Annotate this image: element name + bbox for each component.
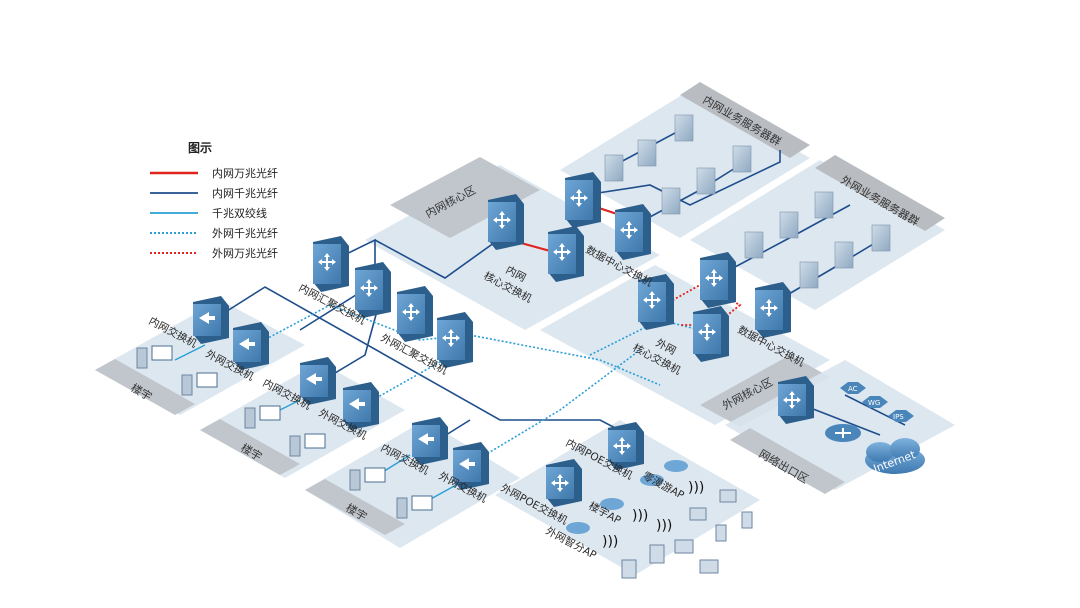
zone-inner-core-header bbox=[390, 157, 540, 238]
zone-building1-header bbox=[95, 359, 195, 415]
laptop-icon[interactable] bbox=[674, 539, 694, 554]
internet-cloud-icon[interactable]: Internet bbox=[865, 438, 925, 475]
zone-building3-header bbox=[305, 479, 405, 535]
b3-outer-switch[interactable] bbox=[453, 442, 489, 490]
tablet-icon[interactable] bbox=[621, 559, 637, 579]
server-group-outer bbox=[744, 191, 891, 289]
legend-label: 外网万兆光纤 bbox=[212, 246, 278, 260]
devices: AC WG IPS Internet bbox=[193, 172, 925, 507]
svg-text:AC: AC bbox=[848, 385, 858, 393]
server-icon[interactable] bbox=[834, 241, 854, 269]
link-outer-dotted-3 bbox=[459, 349, 641, 471]
pc-icon[interactable] bbox=[289, 433, 326, 457]
server-icon[interactable] bbox=[604, 154, 624, 182]
phone-icon[interactable] bbox=[741, 511, 753, 529]
link-inner-agg bbox=[299, 238, 376, 331]
wifi-icon: ))) bbox=[688, 480, 704, 496]
ap-icon[interactable] bbox=[640, 474, 664, 486]
exit-router[interactable] bbox=[778, 376, 814, 424]
legend-label: 千兆双绞线 bbox=[212, 206, 267, 220]
inner-poe-switch[interactable] bbox=[608, 422, 644, 470]
server-icon[interactable] bbox=[637, 139, 657, 167]
server-icon[interactable] bbox=[661, 187, 681, 215]
outer-agg-switch-1[interactable] bbox=[397, 286, 433, 342]
zone-wireless bbox=[495, 420, 760, 575]
exit-router-disc-icon bbox=[835, 428, 851, 438]
server-icon[interactable] bbox=[814, 191, 834, 219]
server-icon[interactable] bbox=[799, 261, 819, 289]
dc-switch-inner-1[interactable] bbox=[565, 172, 601, 228]
server-icon[interactable] bbox=[674, 114, 694, 142]
wifi-icon: ))) bbox=[632, 508, 648, 524]
dc-switch-outer-2[interactable] bbox=[755, 282, 791, 338]
dc-switch-inner-2[interactable] bbox=[615, 204, 651, 260]
link-inner-agg-core bbox=[374, 234, 506, 279]
security-device-ips[interactable]: IPS bbox=[888, 410, 914, 422]
server-icon[interactable] bbox=[871, 224, 891, 252]
pc-icon[interactable] bbox=[396, 495, 433, 519]
zone-inner-servers-header bbox=[680, 82, 810, 158]
b2-inner-switch[interactable] bbox=[300, 357, 336, 405]
pc-icon[interactable] bbox=[136, 345, 173, 369]
inner-agg-switch-1[interactable] bbox=[313, 236, 349, 292]
link-inner-backbone bbox=[204, 286, 626, 434]
pc-icon[interactable] bbox=[244, 405, 281, 429]
svg-text:IPS: IPS bbox=[893, 413, 904, 421]
outer-core-switch-2[interactable] bbox=[693, 306, 729, 362]
server-icon[interactable] bbox=[779, 211, 799, 239]
inner-core-switch-2[interactable] bbox=[548, 226, 584, 282]
link-outer-10g bbox=[654, 283, 742, 326]
pcs bbox=[136, 345, 433, 519]
wireless-area: ))) ))) ))) ))) bbox=[566, 460, 753, 579]
b3-inner-switch[interactable] bbox=[412, 417, 448, 465]
zone-outer-core-header bbox=[700, 355, 830, 427]
server-icon[interactable] bbox=[696, 167, 716, 195]
link-twisted-b1 bbox=[174, 344, 206, 361]
server-icon[interactable] bbox=[744, 231, 764, 259]
tablet-icon[interactable] bbox=[649, 544, 665, 564]
dc-switch-outer-1[interactable] bbox=[700, 252, 736, 308]
b1-inner-switch[interactable] bbox=[193, 296, 229, 344]
zone-building2-header bbox=[200, 419, 300, 475]
b1-outer-switch[interactable] bbox=[233, 322, 269, 370]
laptop-icon[interactable] bbox=[719, 489, 737, 503]
outer-core-switch-1[interactable] bbox=[638, 274, 674, 330]
zone-outer-servers-header bbox=[815, 155, 945, 231]
security-device-a[interactable]: AC bbox=[840, 382, 866, 394]
server-group-inner bbox=[604, 114, 752, 215]
ap-icon[interactable] bbox=[566, 522, 590, 534]
laptop-icon[interactable] bbox=[689, 507, 707, 521]
zone-exit-header bbox=[730, 428, 845, 494]
svg-text:WG: WG bbox=[868, 399, 880, 407]
inner-core-switch-1[interactable] bbox=[488, 194, 524, 250]
legend-label: 内网万兆光纤 bbox=[212, 166, 278, 180]
outer-poe-switch[interactable] bbox=[546, 459, 582, 507]
phone-icon[interactable] bbox=[715, 524, 727, 542]
link-core-dc bbox=[584, 150, 781, 206]
pc-icon[interactable] bbox=[349, 467, 386, 491]
legend-title: 图示 bbox=[188, 141, 212, 155]
wifi-icon: ))) bbox=[602, 534, 618, 550]
legend-label: 内网千兆光纤 bbox=[212, 186, 278, 200]
ap-icon[interactable] bbox=[664, 460, 688, 472]
b2-outer-switch[interactable] bbox=[343, 382, 379, 430]
inner-agg-switch-2[interactable] bbox=[355, 262, 391, 318]
ap-icon[interactable] bbox=[600, 498, 624, 510]
legend-label: 外网千兆光纤 bbox=[212, 226, 278, 240]
outer-agg-switch-2[interactable] bbox=[437, 312, 473, 368]
pc-icon[interactable] bbox=[181, 372, 218, 396]
security-device-wg[interactable]: WG bbox=[862, 396, 888, 408]
laptop-icon[interactable] bbox=[699, 559, 719, 574]
wifi-icon: ))) bbox=[656, 518, 672, 534]
server-icon[interactable] bbox=[732, 145, 752, 173]
